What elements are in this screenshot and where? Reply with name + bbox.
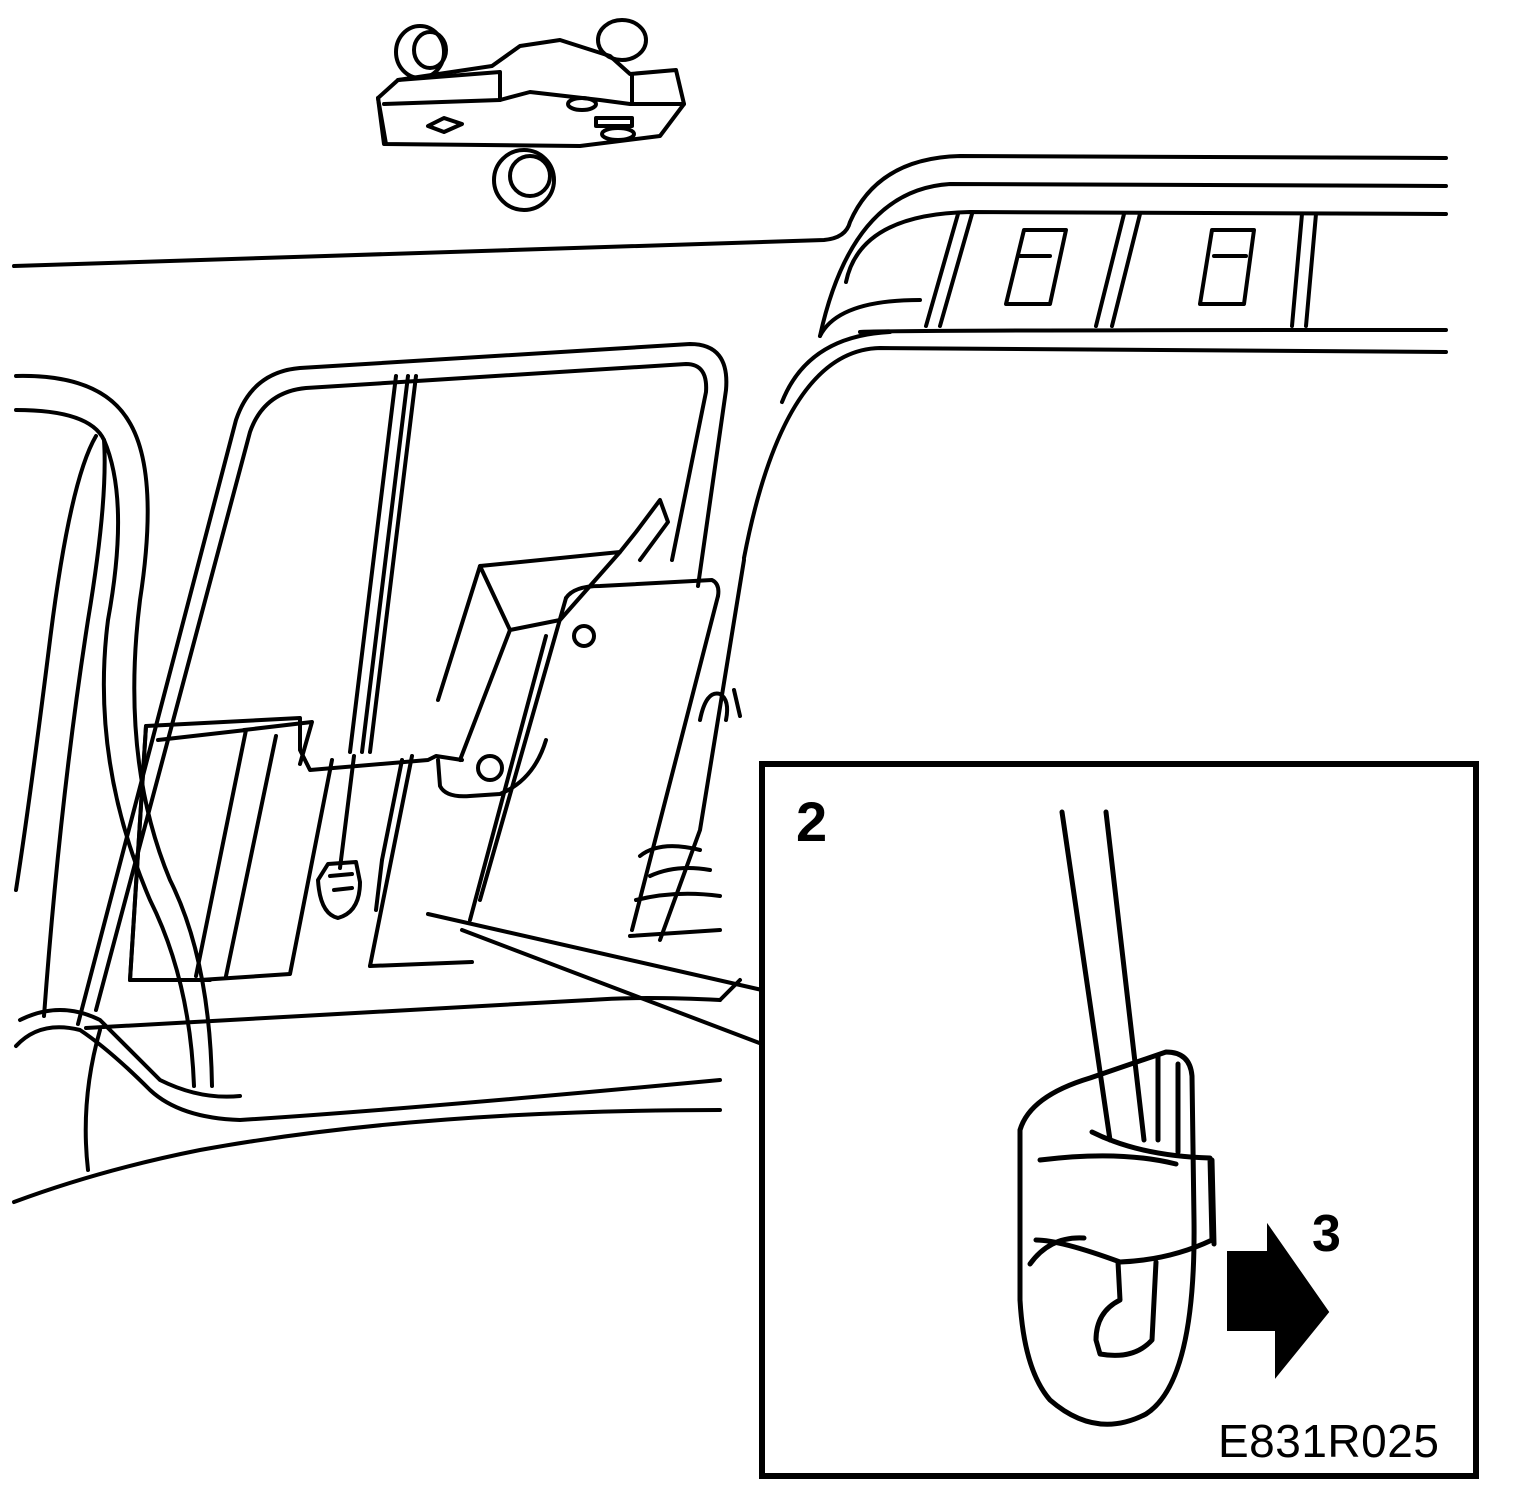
access-opening-frame [76,342,729,1030]
trunk-lid-frame [12,154,1448,560]
loose-clip-part [376,18,686,212]
removal-arrow [1227,1222,1330,1379]
callout-3: 3 [1312,1205,1341,1263]
lower-brackets [128,716,474,982]
detail-pointer [426,912,764,1046]
callout-2: 2 [796,790,828,853]
left-panel-and-cable [12,373,722,1204]
detail-inset [759,761,1479,1479]
figure-code: E831R025 [1218,1415,1440,1467]
right-inner-parts [628,558,746,1002]
lock-mechanism-box [436,498,721,932]
rod-clip [1017,1049,1197,1427]
lock-rod-detail [1059,809,1113,1143]
lock-rods [316,374,418,920]
